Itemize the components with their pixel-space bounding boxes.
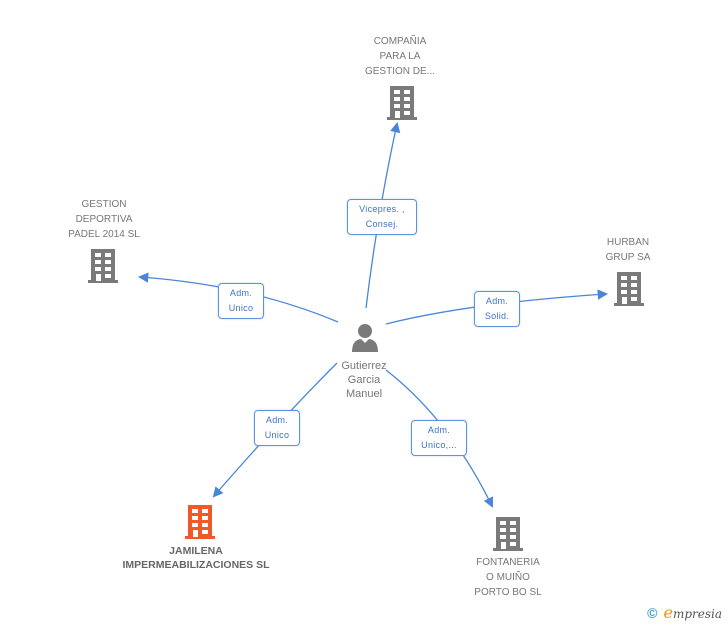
building-icon[interactable] [87, 247, 119, 283]
relation-label-compania[interactable]: Vicepres. , Consej. [347, 199, 417, 235]
building-icon[interactable] [613, 270, 645, 306]
building-icon-highlighted[interactable] [184, 503, 216, 539]
company-name-gestion-deportiva[interactable]: GESTION DEPORTIVA PADEL 2014 SL [68, 199, 140, 240]
brand-rest: mpresia [672, 607, 722, 621]
brand-initial: e [663, 603, 673, 622]
building-icon[interactable] [386, 84, 418, 120]
company-name-jamilena[interactable]: JAMILENA IMPERMEABILIZACIONES SL [122, 545, 270, 571]
person-name[interactable]: Gutierrez Garcia Manuel [341, 360, 387, 400]
relation-label-jamilena[interactable]: Adm. Unico [254, 410, 300, 446]
building-icon[interactable] [492, 515, 524, 551]
company-name-fontaneria[interactable]: FONTANERIA O MUIÑO PORTO BO SL [474, 557, 542, 598]
company-name-hurban[interactable]: HURBAN GRUP SA [605, 237, 651, 263]
company-name-compania[interactable]: COMPAÑIA PARA LA GESTION DE... [364, 36, 435, 77]
copyright-icon: © [647, 604, 658, 621]
footer-brand: © empresia [647, 603, 722, 622]
relation-label-gestion-deportiva[interactable]: Adm. Unico [218, 283, 264, 319]
person-icon[interactable] [349, 321, 381, 353]
relation-label-hurban[interactable]: Adm. Solid. [474, 291, 520, 327]
relation-label-fontaneria[interactable]: Adm. Unico,... [411, 420, 467, 456]
empresia-logo[interactable]: empresia [663, 603, 722, 622]
